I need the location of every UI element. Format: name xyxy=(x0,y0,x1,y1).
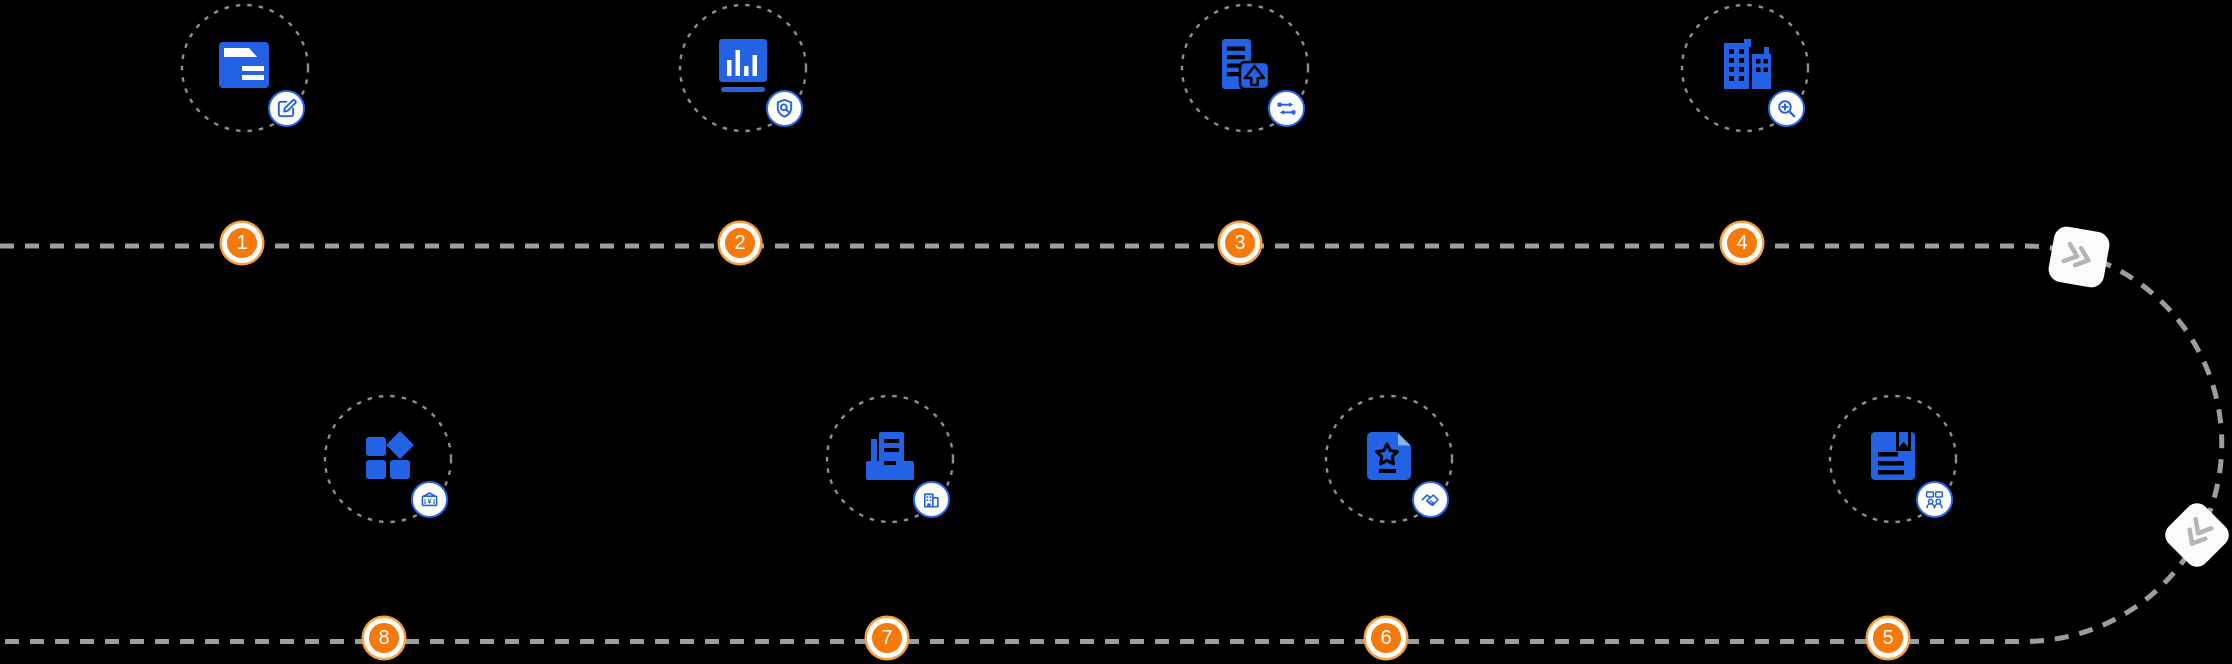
dashed-circle xyxy=(1324,394,1454,524)
step-3-node xyxy=(1180,3,1310,133)
zoom-in-badge xyxy=(1768,90,1805,127)
step-8-node: ¥ xyxy=(323,394,453,524)
double-chevron-down-left-icon xyxy=(2187,516,2214,546)
step-5-node xyxy=(1828,394,1958,524)
step-4-number-badge: 4 xyxy=(1722,223,1762,263)
discussion-badge xyxy=(1916,481,1953,518)
double-chevron-right-icon xyxy=(2061,241,2091,268)
step-5-number-badge: 5 xyxy=(1868,618,1908,658)
edit-icon xyxy=(277,99,297,118)
step-2-number-badge: 2 xyxy=(720,223,760,263)
marker-card xyxy=(2165,503,2229,567)
zoom-in-icon xyxy=(1778,100,1796,118)
step-7-number-badge: 7 xyxy=(867,618,907,658)
folder-edit-icon xyxy=(219,42,269,88)
payment-yen-badge: ¥ xyxy=(411,481,448,518)
dashed-circle xyxy=(825,394,955,524)
step-2-node xyxy=(678,3,808,133)
edit-badge xyxy=(268,90,305,127)
buildings-icon xyxy=(1724,39,1771,89)
route-dashed-path xyxy=(0,243,2225,644)
handshake-icon xyxy=(1421,494,1439,507)
discussion-icon xyxy=(1925,491,1944,509)
document-upload-icon xyxy=(1222,39,1271,91)
dashed-circle xyxy=(1680,3,1810,133)
step-4-node xyxy=(1680,3,1810,133)
app-grid-icon xyxy=(366,431,414,479)
step-8-number-badge: 8 xyxy=(364,618,404,658)
handshake-badge xyxy=(1412,481,1449,518)
dashed-circle xyxy=(678,3,808,133)
archive-box-icon xyxy=(866,432,914,480)
dashed-circle xyxy=(1828,394,1958,524)
step-7-node xyxy=(825,394,955,524)
transfer-arrows-icon xyxy=(1277,102,1296,115)
dashed-circle xyxy=(323,394,453,524)
building-badge xyxy=(913,481,950,518)
certificate-star-icon xyxy=(1367,432,1413,480)
yen-glyph: ¥ xyxy=(427,497,432,506)
step-1-node xyxy=(180,3,310,133)
chevron-backward-marker xyxy=(2165,503,2229,567)
building-icon xyxy=(923,493,939,508)
payment-yen-icon: ¥ xyxy=(421,492,438,507)
bar-chart-board-icon xyxy=(719,39,767,92)
dashed-circle xyxy=(180,3,310,133)
dashed-circle xyxy=(1180,3,1310,133)
step-3-number-badge: 3 xyxy=(1220,223,1260,263)
shield-search-icon xyxy=(776,98,793,118)
step-6-number-badge: 6 xyxy=(1366,618,1406,658)
shield-search-badge xyxy=(766,90,803,127)
notebook-icon xyxy=(1871,432,1915,480)
step-1-number-badge: 1 xyxy=(222,223,262,263)
chevron-forward-marker xyxy=(2048,226,2110,288)
step-6-node xyxy=(1324,394,1454,524)
transfer-arrows-badge xyxy=(1268,90,1305,127)
